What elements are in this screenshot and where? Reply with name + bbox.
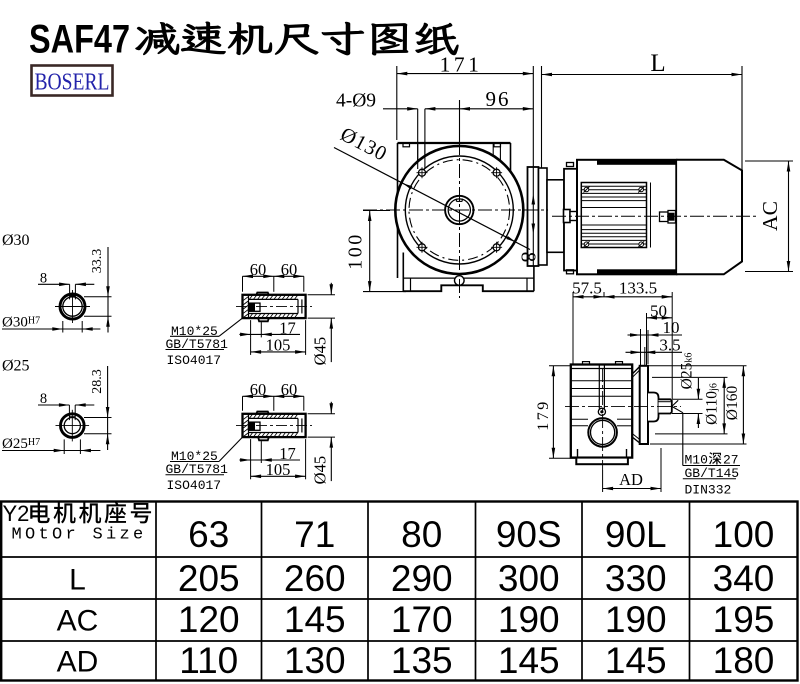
svg-text:GB/T145: GB/T145 — [685, 466, 740, 481]
svg-text:170: 170 — [391, 599, 453, 640]
svg-text:8: 8 — [40, 391, 47, 407]
svg-text:Ø160: Ø160 — [724, 386, 741, 421]
svg-text:17: 17 — [279, 318, 296, 337]
svg-text:105: 105 — [266, 460, 291, 479]
svg-text:171: 171 — [440, 53, 483, 77]
svg-text:135: 135 — [391, 640, 453, 681]
svg-text:33.3: 33.3 — [90, 249, 105, 274]
svg-text:90L: 90L — [605, 514, 667, 555]
svg-text:60: 60 — [250, 380, 267, 399]
svg-text:L: L — [69, 564, 86, 597]
svg-text:60: 60 — [281, 380, 298, 399]
svg-text:190: 190 — [605, 599, 667, 640]
svg-text:205: 205 — [178, 558, 240, 599]
svg-text:340: 340 — [713, 558, 775, 599]
svg-text:145: 145 — [605, 640, 667, 681]
svg-text:MOtOr Size: MOtOr Size — [12, 526, 147, 545]
svg-text:145: 145 — [284, 599, 346, 640]
svg-text:L: L — [650, 50, 665, 77]
svg-text:63: 63 — [188, 514, 229, 555]
svg-text:M10*25: M10*25 — [171, 324, 218, 339]
svg-text:GB/T5781: GB/T5781 — [166, 337, 229, 352]
svg-text:AD: AD — [619, 470, 643, 489]
svg-text:110: 110 — [179, 640, 238, 681]
svg-text:DIN332: DIN332 — [685, 483, 732, 498]
svg-text:ISO4017: ISO4017 — [167, 353, 222, 368]
svg-text:M10*25: M10*25 — [171, 449, 218, 464]
svg-text:8: 8 — [40, 271, 47, 287]
svg-text:300: 300 — [498, 558, 560, 599]
svg-text:GB/T5781: GB/T5781 — [166, 462, 229, 477]
svg-text:180: 180 — [713, 640, 775, 681]
svg-text:260: 260 — [284, 558, 346, 599]
svg-text:AD: AD — [57, 646, 99, 679]
svg-text:145: 145 — [498, 640, 560, 681]
svg-text:M10: M10 — [685, 453, 708, 468]
svg-text:100: 100 — [713, 514, 775, 555]
svg-text:8: 8 — [517, 252, 541, 263]
svg-text:60: 60 — [281, 260, 298, 279]
svg-text:100: 100 — [345, 232, 367, 270]
svg-text:Y2: Y2 — [3, 501, 30, 526]
svg-text:SAF47: SAF47 — [29, 18, 130, 62]
svg-text:120: 120 — [178, 599, 240, 640]
svg-text:133.5: 133.5 — [619, 279, 657, 298]
svg-text:57.5: 57.5 — [572, 279, 602, 298]
svg-text:Ø110j6: Ø110j6 — [704, 383, 721, 425]
svg-text:AC: AC — [758, 201, 782, 231]
svg-text:27: 27 — [723, 453, 739, 468]
svg-text:80: 80 — [401, 514, 442, 555]
svg-text:179: 179 — [535, 399, 552, 431]
svg-text:AC: AC — [57, 605, 99, 638]
svg-text:Ø25k6: Ø25k6 — [679, 353, 696, 390]
svg-text:Ø30: Ø30 — [2, 232, 30, 249]
svg-text:17: 17 — [279, 444, 296, 463]
svg-text:Ø45: Ø45 — [311, 337, 330, 365]
svg-text:90S: 90S — [496, 514, 562, 555]
svg-text:Ø25: Ø25 — [2, 358, 30, 375]
svg-text:60: 60 — [250, 260, 267, 279]
svg-text:290: 290 — [391, 558, 453, 599]
svg-text:71: 71 — [294, 514, 335, 555]
svg-text:4-Ø9: 4-Ø9 — [336, 90, 376, 111]
svg-text:96: 96 — [486, 87, 511, 111]
svg-text:Ø45: Ø45 — [311, 456, 330, 484]
svg-text:50: 50 — [650, 301, 667, 320]
svg-text:3.5: 3.5 — [659, 336, 680, 355]
svg-text:195: 195 — [713, 599, 775, 640]
svg-text:BOSERL: BOSERL — [35, 69, 110, 96]
svg-text:28.3: 28.3 — [90, 369, 105, 394]
svg-text:330: 330 — [605, 558, 667, 599]
svg-text:10: 10 — [663, 318, 680, 337]
svg-text:130: 130 — [284, 640, 346, 681]
svg-text:105: 105 — [266, 335, 291, 354]
svg-text:190: 190 — [498, 599, 560, 640]
svg-text:ISO4017: ISO4017 — [167, 478, 222, 493]
